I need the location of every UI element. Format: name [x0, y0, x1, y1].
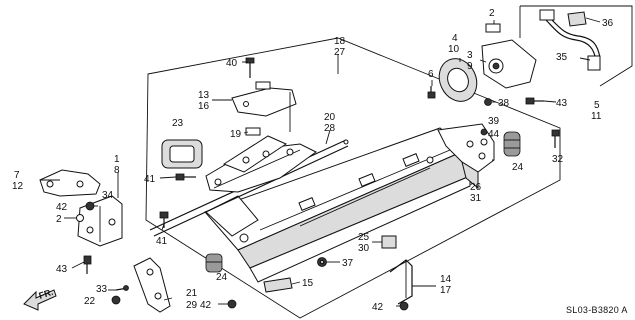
callout-41-lower: 41	[156, 236, 168, 247]
callout-6: 6	[428, 69, 434, 80]
rear-bracket-right	[437, 123, 495, 190]
callout-1: 1	[114, 154, 120, 165]
callout-40: 40	[226, 58, 238, 69]
callout-33: 33	[96, 284, 108, 295]
clip-38	[484, 98, 492, 106]
callout-27: 27	[334, 47, 346, 58]
clip-2-upper	[485, 23, 501, 33]
callout-26: 26	[470, 182, 482, 193]
callout-43-right: 43	[556, 98, 568, 109]
callout-43-left: 43	[56, 264, 68, 275]
callout-42-bottom: 42	[200, 300, 212, 311]
callout-11: 11	[591, 111, 602, 122]
callout-24-left: 24	[216, 272, 228, 283]
callout-3: 3	[467, 50, 473, 61]
callout-30: 30	[358, 243, 370, 254]
front-bracket-left	[39, 169, 101, 197]
callout-15: 15	[302, 278, 314, 289]
callout-32: 32	[552, 154, 564, 165]
washer-2-left	[76, 214, 84, 222]
callout-19: 19	[230, 129, 242, 140]
bolt-43-right	[525, 97, 544, 105]
callout-42-left: 42	[56, 202, 68, 213]
callout-25: 25	[358, 232, 370, 243]
callout-44: 44	[488, 129, 500, 140]
bolt-33	[115, 285, 129, 291]
callout-16: 16	[198, 101, 210, 112]
callout-12: 12	[12, 181, 24, 192]
callout-2-upper: 2	[489, 8, 495, 19]
clip-19	[245, 127, 261, 136]
lever-21	[133, 257, 171, 313]
callout-8: 8	[114, 165, 120, 176]
bolt-41-upper	[175, 173, 196, 181]
direction-label: FR.	[38, 287, 55, 301]
callout-7: 7	[14, 170, 20, 181]
stopper-right	[503, 131, 521, 157]
leader-lines	[40, 17, 601, 307]
bolt-41-lower	[159, 211, 169, 228]
callout-35: 35	[556, 52, 568, 63]
clip-44	[480, 138, 488, 146]
knob-4	[438, 58, 478, 102]
actuator-3	[481, 39, 537, 89]
seat-track-rail	[204, 127, 471, 283]
callout-24-right: 24	[512, 162, 524, 173]
callout-22: 22	[84, 296, 96, 307]
front-direction-arrow	[23, 289, 57, 311]
callout-2-left: 2	[56, 214, 62, 225]
callout-9: 9	[467, 61, 473, 72]
linkage-assembly	[205, 135, 317, 193]
cover-15	[263, 277, 293, 293]
callout-13: 13	[198, 90, 210, 101]
bolt-43-left	[83, 255, 92, 274]
harness-35	[539, 9, 601, 71]
callout-29: 29	[186, 300, 198, 311]
bracket-14	[389, 259, 413, 305]
bolt-32	[551, 129, 560, 148]
callout-18: 18	[334, 36, 346, 47]
callout-23: 23	[172, 118, 184, 129]
callout-41-upper: 41	[144, 174, 156, 185]
callout-21: 21	[186, 288, 198, 299]
clip-25	[381, 235, 397, 249]
callout-34: 34	[102, 190, 114, 201]
callout-20: 20	[324, 112, 336, 123]
callout-10: 10	[448, 44, 460, 55]
nut-42-bottom	[227, 299, 237, 309]
callout-38: 38	[498, 98, 510, 109]
lever-bracket	[77, 195, 123, 247]
callout-37: 37	[342, 258, 354, 269]
nut-37	[317, 257, 327, 267]
pad-23	[161, 139, 203, 169]
connector-36	[567, 11, 587, 27]
callout-28: 28	[324, 123, 336, 134]
washer-22	[111, 295, 121, 305]
screw-6	[427, 86, 436, 99]
callout-42-right: 42	[372, 302, 384, 313]
nut-42-left	[85, 201, 95, 211]
callout-17: 17	[440, 285, 452, 296]
bolt-39	[480, 128, 488, 136]
upper-bracket	[231, 81, 297, 132]
nut-42-right	[399, 301, 409, 311]
callout-4: 4	[452, 33, 458, 44]
bolt-40	[245, 57, 255, 78]
callout-36: 36	[602, 18, 614, 29]
diagram-code: SL03-B3820 A	[566, 305, 628, 315]
callout-39: 39	[488, 116, 500, 127]
callout-5: 5	[594, 100, 600, 111]
stopper-left	[205, 253, 223, 273]
callout-31: 31	[470, 193, 482, 204]
callout-14: 14	[440, 274, 452, 285]
